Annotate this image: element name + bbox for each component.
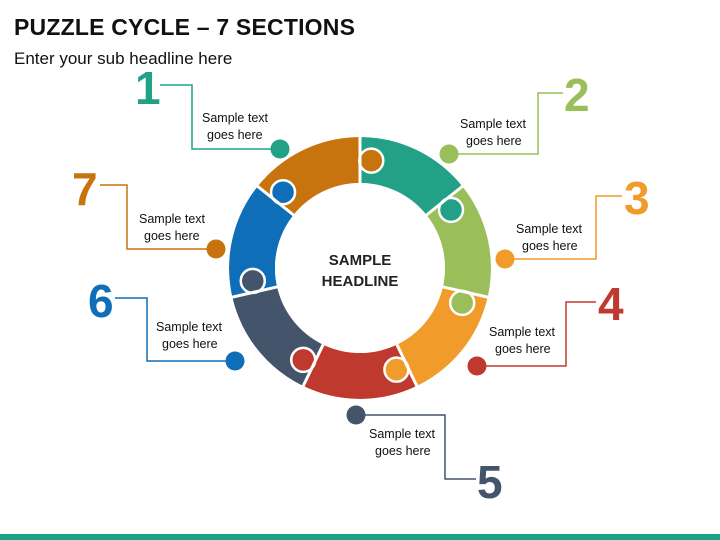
section-5-connector bbox=[356, 414, 476, 480]
ring-edge bbox=[226, 134, 494, 402]
section-5-number: 5 bbox=[477, 456, 503, 508]
section-5-dot bbox=[346, 405, 366, 425]
section-3-connector bbox=[505, 195, 622, 260]
section-2-connector bbox=[449, 92, 563, 155]
puzzle-seam bbox=[441, 285, 490, 299]
section-7-connector bbox=[100, 184, 216, 250]
puzzle-tab-7 bbox=[358, 147, 385, 174]
section-4-label-line2: goes here bbox=[495, 342, 551, 356]
section-1-connector bbox=[160, 84, 280, 150]
section-4-label-line1: Sample text bbox=[489, 325, 556, 339]
section-6: 6 Sample text goes here bbox=[88, 275, 245, 371]
section-3-label-line1: Sample text bbox=[516, 222, 583, 236]
section-6-connector bbox=[115, 297, 235, 362]
slide-subtitle: Enter your sub headline here bbox=[14, 49, 233, 68]
section-4-connector bbox=[477, 301, 596, 367]
puzzle-tab-6 bbox=[269, 178, 297, 206]
section-6-dot bbox=[225, 351, 245, 371]
puzzle-piece-6 bbox=[228, 186, 294, 298]
section-5-label-line2: goes here bbox=[375, 444, 431, 458]
section-1-number: 1 bbox=[135, 62, 161, 114]
section-6-label-line2: goes here bbox=[162, 337, 218, 351]
section-7-dot bbox=[206, 239, 226, 259]
center-headline-line2: HEADLINE bbox=[322, 273, 399, 290]
section-7-label-line2: goes here bbox=[144, 229, 200, 243]
section-6-label-line1: Sample text bbox=[156, 320, 223, 334]
section-1: 1 Sample text goes here bbox=[135, 62, 290, 159]
section-4-number: 4 bbox=[598, 278, 624, 330]
section-2: 2 Sample text goes here bbox=[439, 69, 590, 164]
ring-edge bbox=[275, 183, 445, 353]
section-7-label-line1: Sample text bbox=[139, 212, 206, 226]
puzzle-seam bbox=[230, 285, 279, 299]
puzzle-seam bbox=[301, 343, 325, 388]
puzzle-ring bbox=[226, 134, 494, 402]
section-5-label-line1: Sample text bbox=[369, 427, 436, 441]
footer-bar bbox=[0, 534, 720, 540]
section-3: 3 Sample text goes here bbox=[495, 172, 650, 269]
section-2-label-line1: Sample text bbox=[460, 117, 527, 131]
puzzle-tab-1 bbox=[437, 196, 465, 224]
section-1-label-line2: goes here bbox=[207, 128, 263, 142]
section-7: 7 Sample text goes here bbox=[72, 163, 226, 259]
section-4: 4 Sample text goes here bbox=[467, 278, 624, 376]
section-2-number: 2 bbox=[564, 69, 590, 121]
puzzle-seam bbox=[255, 184, 296, 217]
section-2-dot bbox=[439, 144, 459, 164]
section-3-number: 3 bbox=[624, 172, 650, 224]
section-3-label-line2: goes here bbox=[522, 239, 578, 253]
puzzle-piece-1 bbox=[360, 137, 463, 215]
section-1-dot bbox=[270, 139, 290, 159]
puzzle-piece-4 bbox=[303, 344, 417, 400]
slide-title: PUZZLE CYCLE – 7 SECTIONS bbox=[14, 14, 356, 40]
section-3-dot bbox=[495, 249, 515, 269]
section-2-label-line2: goes here bbox=[466, 134, 522, 148]
section-7-number: 7 bbox=[72, 163, 98, 215]
puzzle-seam bbox=[424, 184, 465, 217]
section-5: 5 Sample text goes here bbox=[346, 405, 503, 508]
center-headline-line1: SAMPLE bbox=[329, 252, 392, 269]
section-6-number: 6 bbox=[88, 275, 114, 327]
section-4-dot bbox=[467, 356, 487, 376]
section-1-label-line1: Sample text bbox=[202, 111, 269, 125]
puzzle-seam bbox=[395, 343, 419, 388]
